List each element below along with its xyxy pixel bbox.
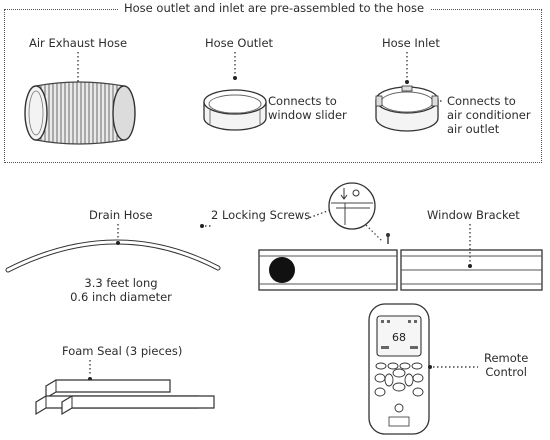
hose-outlet-note-line2: window slider	[268, 108, 347, 122]
hose-inlet-label: Hose Inlet	[382, 36, 440, 50]
outlet-leader-dot	[233, 76, 237, 80]
bracket-with-hole-drawing	[258, 249, 398, 291]
drain-hose-label: Drain Hose	[89, 208, 153, 222]
drain-hose-spec: 3.3 feet long 0.6 inch diameter	[66, 276, 176, 304]
drain-hose-drawing	[5, 224, 221, 273]
hose-inlet-note: Connects to air conditioner air outlet	[447, 94, 531, 136]
remote-control-label-line2: Control	[485, 365, 527, 379]
hose-outlet-drawing	[203, 89, 267, 131]
air-exhaust-hose-drawing	[24, 81, 136, 145]
hose-inlet-drawing	[375, 85, 439, 132]
remote-control-label-line1: Remote	[484, 351, 529, 365]
drain-hose-spec-line2: 0.6 inch diameter	[70, 290, 172, 304]
air-exhaust-hose-label: Air Exhaust Hose	[29, 36, 128, 50]
window-bracket-label: Window Bracket	[427, 208, 520, 222]
hose-inlet-note-line1: Connects to	[447, 94, 516, 108]
hose-outlet-note-line1: Connects to	[268, 94, 337, 108]
remote-control-drawing: 68	[368, 303, 478, 435]
hose-inlet-note-line2: air conditioner	[447, 108, 531, 122]
screw-zoom-detail	[328, 182, 390, 244]
group-title: Hose outlet and inlet are pre-assembled …	[118, 1, 431, 15]
foam-seal-label: Foam Seal (3 pieces)	[62, 344, 183, 358]
drain-hose-spec-line1: 3.3 feet long	[84, 276, 158, 290]
locking-screws-leader	[200, 209, 331, 228]
hose-inlet-note-line3: air outlet	[447, 122, 500, 136]
foam-seal-drawing	[35, 360, 215, 416]
hose-outlet-note: Connects to window slider	[268, 94, 347, 122]
hose-outlet-label: Hose Outlet	[205, 36, 274, 50]
inlet-leader-dot	[405, 80, 409, 84]
remote-control-label: Remote Control	[484, 351, 528, 379]
locking-screws-label: 2 Locking Screws	[211, 208, 311, 222]
remote-display-value: 68	[392, 331, 406, 344]
window-bracket-drawing	[400, 224, 543, 291]
